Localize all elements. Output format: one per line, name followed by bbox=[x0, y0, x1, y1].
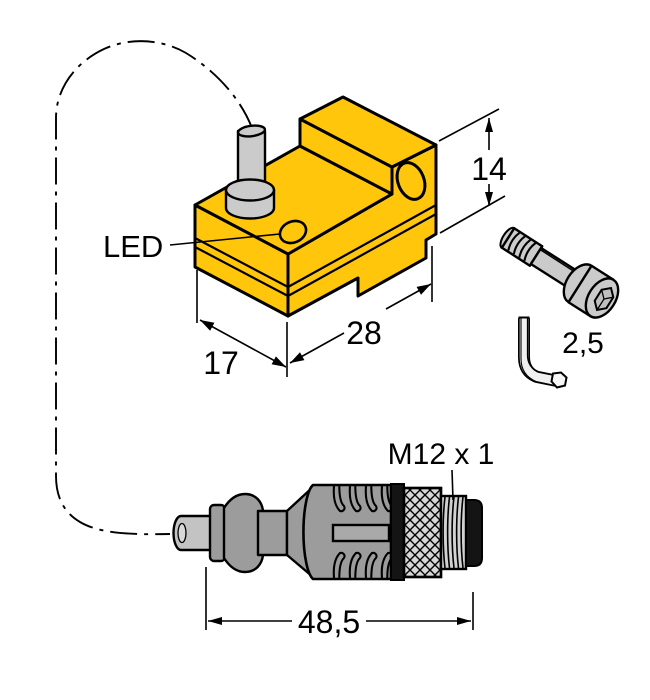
grip-groove bbox=[364, 485, 378, 513]
dim-17-arrow-right bbox=[271, 356, 286, 367]
dim-28-arrow-right bbox=[416, 284, 431, 295]
dim-14-value: 14 bbox=[471, 151, 507, 187]
led-dot bbox=[278, 219, 308, 245]
dim-17-arrow-left bbox=[200, 320, 215, 331]
dim-485-arrow-left bbox=[208, 617, 222, 625]
groove-line-front-lower bbox=[194, 246, 289, 297]
groove-line-side-lower bbox=[287, 213, 437, 297]
dim-17-line bbox=[199, 319, 287, 368]
sensor-riser-top-face bbox=[298, 95, 438, 169]
side-mounting-hole bbox=[395, 161, 427, 201]
m12-connector bbox=[172, 483, 483, 581]
groove-line-front-upper bbox=[194, 237, 289, 288]
dim-14-arrow-up bbox=[485, 118, 493, 132]
cable-end-face bbox=[177, 522, 187, 544]
grip-grooves bbox=[332, 485, 394, 579]
hex-key-edge-line-2 bbox=[520, 318, 557, 387]
m12-leader-line bbox=[451, 469, 454, 501]
plunger-collar-top bbox=[224, 178, 276, 202]
grip-groove bbox=[332, 551, 346, 579]
dim-485-arrow-right bbox=[457, 617, 471, 625]
dim-length-28: 28 bbox=[289, 246, 433, 364]
sensing-plunger bbox=[224, 124, 276, 220]
screw-thread-body bbox=[500, 227, 544, 267]
knurl-pattern bbox=[402, 486, 443, 579]
sensor-housing bbox=[193, 95, 438, 318]
connector-slot bbox=[331, 523, 391, 543]
thread-ridges bbox=[442, 496, 464, 569]
dim-14-ext-top bbox=[438, 108, 500, 142]
dim-17-value: 17 bbox=[203, 345, 239, 381]
connector-end-seal bbox=[465, 499, 483, 567]
mounting-screw bbox=[499, 226, 620, 319]
grip-groove bbox=[348, 551, 362, 579]
screw-thread-ridges bbox=[507, 231, 537, 262]
grip-groove bbox=[332, 485, 346, 513]
dim-width-17: 17 bbox=[196, 270, 288, 381]
led-callout: LED bbox=[103, 229, 281, 264]
dim-485-value: 48,5 bbox=[298, 604, 360, 640]
connector-neck bbox=[256, 509, 289, 557]
hex-key-body bbox=[519, 318, 558, 386]
grip-groove bbox=[348, 485, 362, 513]
plunger-shaft-cap bbox=[236, 124, 267, 138]
dim-connector-length: 48,5 bbox=[205, 567, 474, 640]
grip-groove bbox=[364, 551, 378, 579]
hex-key-end-face bbox=[550, 371, 568, 389]
dim-28-arrow-left bbox=[290, 352, 305, 363]
dim-14-ext-bottom bbox=[439, 195, 506, 234]
led-leader-line bbox=[169, 233, 281, 246]
hex-key-edge-line-1 bbox=[526, 318, 558, 377]
dim-height-14: 14 bbox=[438, 108, 507, 234]
dim-14-arrow-down bbox=[485, 192, 493, 206]
connector-black-ring bbox=[390, 483, 405, 581]
screw-hex-socket-depth-lines bbox=[596, 289, 614, 311]
m12-thread-label: M12 x 1 bbox=[388, 438, 495, 471]
m12-callout: M12 x 1 bbox=[388, 438, 495, 501]
cable-dashdot-line bbox=[55, 40, 253, 536]
hexkey-size-label: 2,5 bbox=[562, 327, 604, 360]
strain-relief-ring bbox=[208, 503, 227, 563]
hex-key: 2,5 bbox=[518, 316, 604, 389]
groove-line-side-upper bbox=[287, 204, 437, 288]
dim-28-value: 28 bbox=[346, 315, 382, 351]
led-label: LED bbox=[103, 229, 163, 264]
